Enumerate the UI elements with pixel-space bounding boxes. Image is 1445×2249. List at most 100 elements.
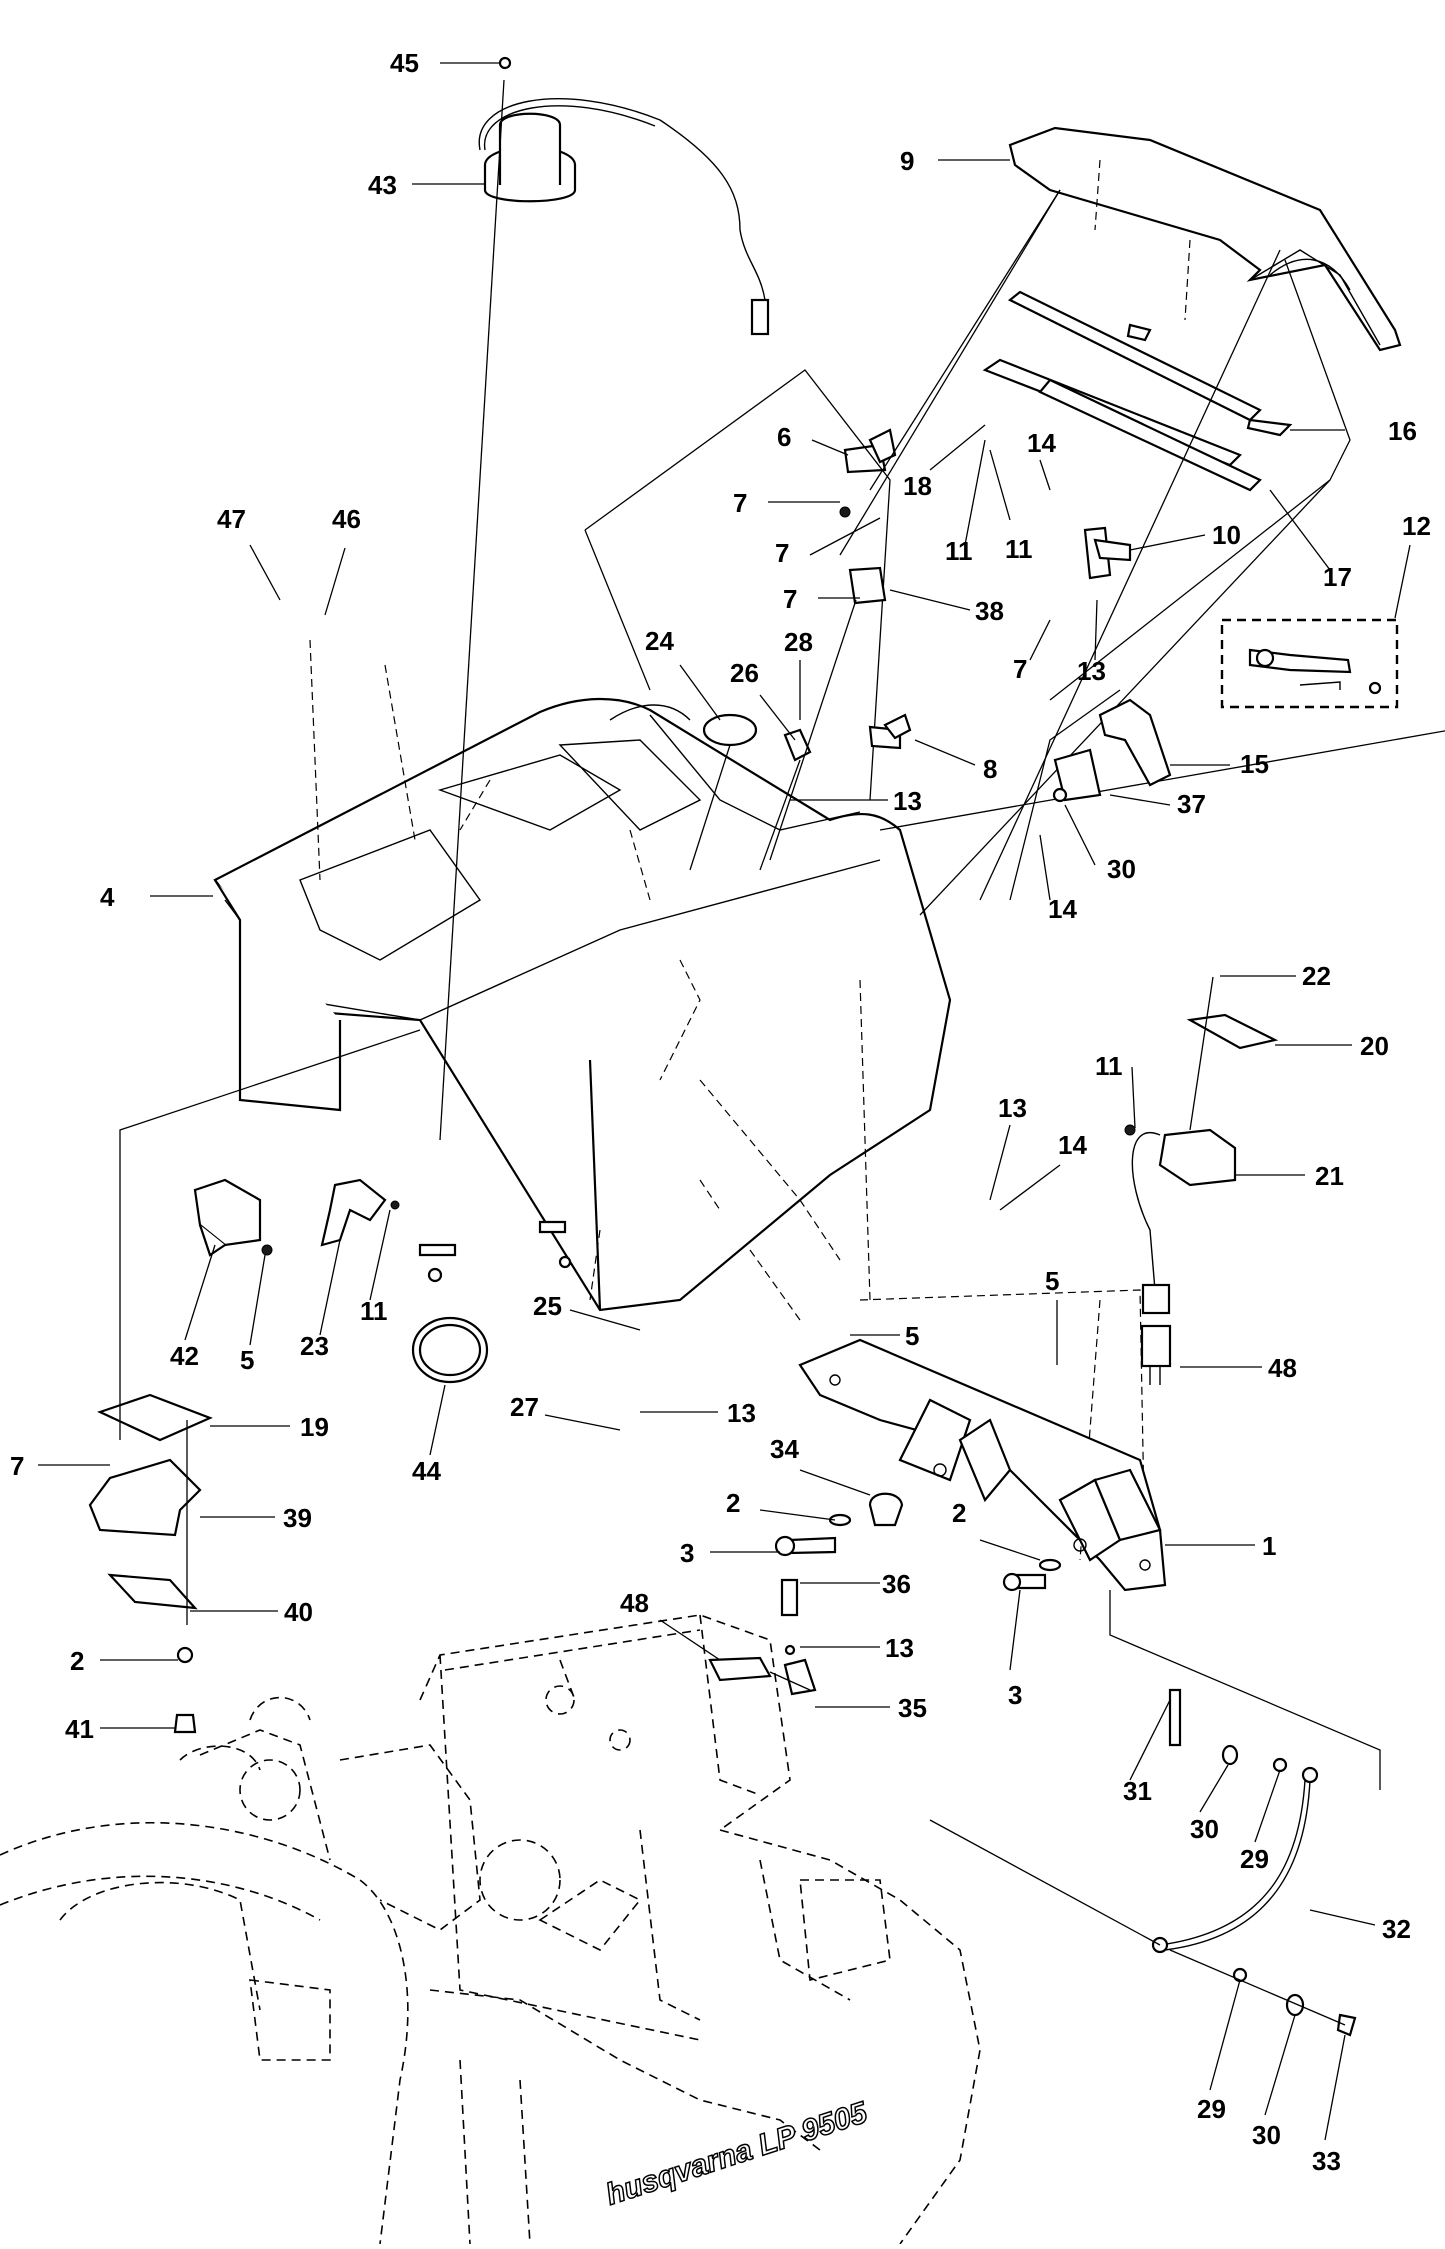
gasket-ring [411,1316,489,1384]
callout-number: 29 [1197,2094,1226,2124]
callout-number: 5 [905,1321,919,1351]
callout-leader-line [1129,1699,1171,1781]
callout-number: 30 [1190,1814,1219,1844]
callout-number: 1 [1262,1531,1276,1561]
callout-number: 12 [1402,511,1431,541]
callout-leader-line [1129,534,1206,551]
callout-leader-line [1209,1979,1241,2091]
callout-number: 13 [885,1633,914,1663]
callout-number: 11 [1005,534,1033,564]
upper-cover-panel [1008,126,1402,352]
callout-leader-line [1094,599,1098,661]
callout-leader-line [1039,834,1051,901]
callout-leader-line [659,1619,721,1661]
callout-number: 36 [882,1569,911,1599]
callout-number: 29 [1240,1844,1269,1874]
callout-number: 10 [1212,520,1241,550]
callout-number: 48 [1268,1353,1297,1383]
callout-leader-line [811,439,849,456]
callout-leader-line [249,544,281,601]
fastener-set [708,1492,1062,1696]
callout-number: 30 [1107,854,1136,884]
callout-number: 2 [952,1498,966,1528]
callout-leader-line [1039,459,1051,491]
callout-number: 8 [983,754,997,784]
callout-number: 34 [770,1434,799,1464]
callout-leader-line [799,1469,871,1496]
callout-number: 22 [1302,961,1331,991]
callout-number: 24 [645,626,674,656]
mount-plates [88,1029,421,1734]
callout-number: 42 [170,1341,199,1371]
callout-number: 30 [1252,2120,1281,2150]
callout-number: 41 [65,1714,94,1744]
callout-number: 16 [1388,416,1417,446]
callout-number: 2 [70,1646,84,1676]
callout-number: 13 [1077,656,1106,686]
callout-number: 7 [783,584,797,614]
callout-number: 44 [412,1456,441,1486]
callout-leader-line [369,1209,391,1301]
callout-number: 13 [998,1093,1027,1123]
callout-leader-line [759,694,796,741]
callout-number: 48 [620,1588,649,1618]
callout-number: 5 [1045,1266,1059,1296]
callout-number: 14 [1048,894,1077,924]
beacon-light [439,56,770,1141]
callout-leader-line [759,1509,836,1521]
callout-leader-line [1269,489,1331,571]
callout-number: 28 [784,627,813,657]
callout-number: 46 [332,504,361,534]
callout-number: 45 [390,48,419,78]
callout-leader-line [1064,804,1096,866]
callout-leader-line [989,449,1011,521]
callout-number: 37 [1177,789,1206,819]
callout-leader-line [889,589,971,611]
callout-number: 35 [898,1693,927,1723]
left-brackets [193,1178,572,1283]
callout-number: 13 [893,786,922,816]
right-electrical-parts [1124,976,1279,1385]
callout-number: 32 [1382,1914,1411,1944]
callout-number: 18 [903,471,932,501]
callout-number: 6 [777,422,791,452]
strut-brackets [1052,526,1172,803]
callout-leader-line [184,1244,216,1341]
callout-leader-line [319,1239,341,1336]
hinge-part [843,428,897,474]
callout-leader-line [999,1164,1061,1211]
callout-leader-line [1009,1589,1021,1671]
callout-leader-line [679,664,721,721]
callout-number: 5 [240,1345,254,1375]
callout-number: 7 [1013,654,1027,684]
tether-cable [929,1590,1381,2037]
callout-number: 3 [680,1538,694,1568]
callout-number: 15 [1240,749,1269,779]
assembly-link-lines [584,189,1445,916]
main-frame-bracket [798,1338,1167,1592]
callout-number: 38 [975,596,1004,626]
callout-number: 43 [368,170,397,200]
callout-number: 19 [300,1412,329,1442]
callout-number: 11 [945,536,973,566]
callout-number: 7 [733,488,747,518]
callout-leader-line [324,547,346,616]
callout-leader-line [1131,1066,1136,1129]
callout-number: 9 [900,146,914,176]
callout-leader-line [964,439,986,546]
callout-number: 39 [283,1503,312,1533]
callout-leader-line [929,424,986,471]
callout-number: 47 [217,504,246,534]
callout-leader-line [429,1384,446,1456]
callout-number: 33 [1312,2146,1341,2176]
gas-strut-group [1220,618,1399,709]
callout-number: 14 [1027,428,1056,458]
callout-leader-line [569,1309,641,1331]
callout-number: 4 [100,882,115,912]
engine-block-outline [0,1614,981,2245]
callout-number: 13 [727,1398,756,1428]
callout-number: 17 [1323,562,1352,592]
